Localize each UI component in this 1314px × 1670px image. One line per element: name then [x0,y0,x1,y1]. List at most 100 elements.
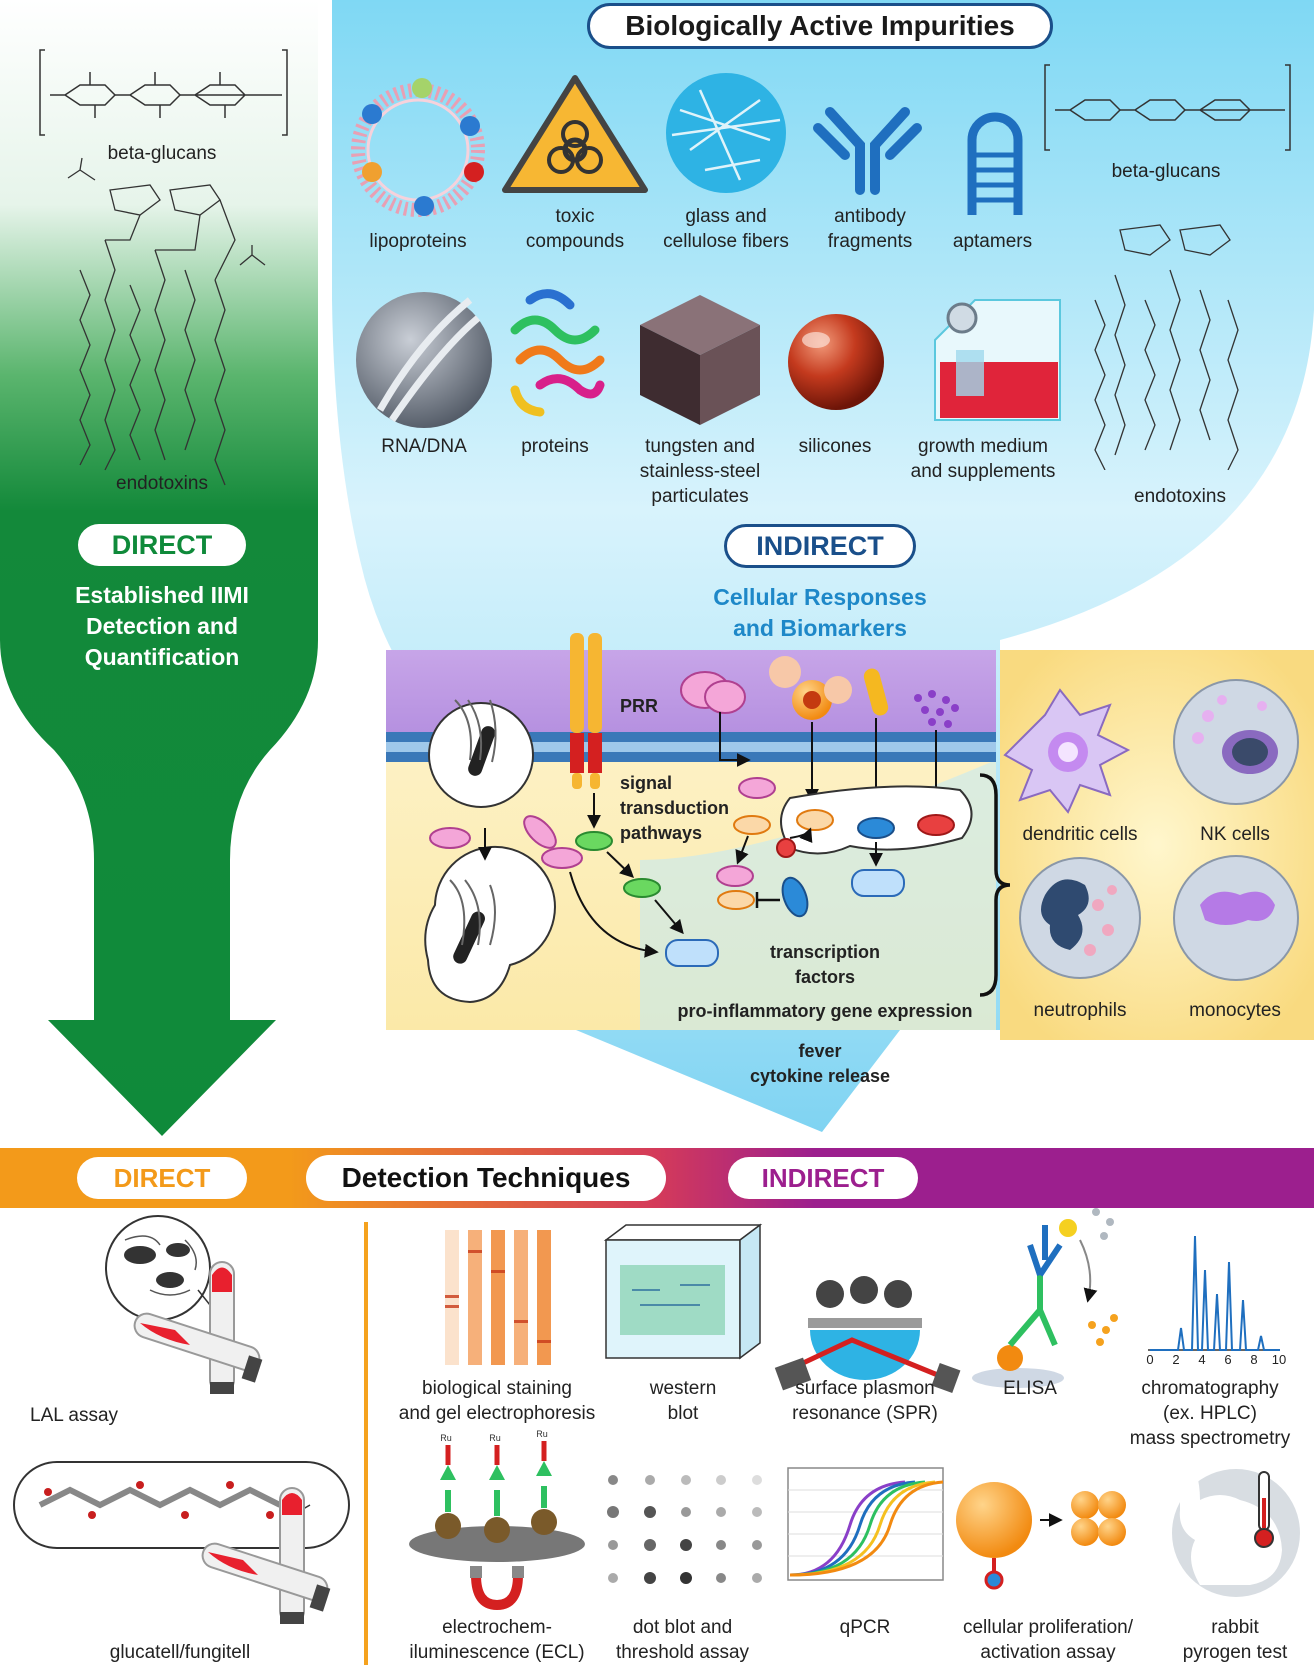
detection-title-text: Detection Techniques [341,1162,631,1193]
orange-ligand-cluster-icon [769,656,852,720]
antibody-icon [813,107,922,195]
lal-assay-icon [105,1215,263,1394]
indirect-subtitle-line-2: and Biomarkers [733,615,907,641]
arrow-pink-to-tf [569,871,659,958]
chrom-tick-6: 6 [1224,1352,1232,1367]
arrow-red-to-orange [789,827,813,844]
gel-electrophoresis-icon [445,1230,551,1365]
endosome-orange-receptor [796,809,834,831]
rna-dna-icon [356,292,492,428]
glass-fibers-icon [666,73,786,193]
technique-label-cell-proliferation: cellular proliferation/ activation assay [962,1617,1134,1663]
orange-adaptor-2 [717,890,755,910]
elisa-icon [972,1208,1118,1388]
cell-label-neutrophils: neutrophils [1033,1000,1127,1021]
lipoprotein-icon [351,78,485,217]
red-signal-dot [776,838,796,858]
endotoxins-label-right: endotoxins [1134,486,1226,507]
impurity-label-lipoproteins: lipoproteins [369,231,467,252]
pink-adaptor-4 [738,777,776,799]
direct-badge-text: DIRECT [111,530,213,560]
technique-label-staining-gel: biological staining and gel electrophore… [398,1378,596,1424]
transcription-factor-left [665,939,719,967]
yellow-rod-ligand-icon [863,668,889,716]
impurity-label-rna-dna: RNA/DNA [381,436,467,457]
protein-icon [510,289,605,417]
impurity-label-aptamers: aptamers [952,231,1033,252]
ecl-tag-2: Ru [489,1433,501,1443]
phagocytosis-top-icon [428,699,534,808]
detection-direct-badge-text: DIRECT [113,1163,211,1193]
technique-label-lal: LAL assay [30,1405,119,1426]
phagocytosis-bottom-icon [424,845,556,1004]
impurity-label-antibody-fragments: antibody fragments [827,206,913,252]
detection-indirect-badge-text: INDIRECT [761,1163,885,1193]
rabbit-pyrogen-icon [1172,1450,1300,1597]
arrow-green-to-green [606,851,635,878]
gene-expression-brace [979,773,1011,997]
pink-adaptor-5 [716,865,754,887]
transcription-factor-right [851,869,905,897]
impurity-icons [351,64,1291,470]
title-pill: Biologically Active Impurities [587,3,1053,49]
arrow-pink-ligand [719,712,751,767]
technique-label-ecl: electrochem- iluminescence (ECL) [409,1617,585,1663]
pink-adaptor-1 [429,827,471,849]
endotoxins-label-left: endotoxins [116,473,208,494]
biohazard-icon [502,75,648,193]
beta-glucans-label-left: beta-glucans [107,143,217,164]
ecl-tag-1: Ru [440,1433,452,1443]
silicone-sphere-icon [788,314,884,410]
detection-title-pill: Detection Techniques [306,1155,666,1201]
ecl-tag-3: Ru [536,1429,548,1439]
direct-description-line-2: Detection and [85,613,239,639]
spr-icon [774,1276,961,1394]
prr-receptor-icon [570,633,602,789]
glucatell-icon [13,1461,350,1624]
direct-badge-panel: DIRECT [78,524,246,566]
detection-direct-badge: DIRECT [77,1157,247,1199]
transcription-factors-label: transcription factors [769,942,880,987]
chrom-tick-2: 2 [1172,1352,1180,1367]
qpcr-icon [787,1467,944,1581]
direct-description-line-3: Quantification [84,644,240,670]
technique-label-spr: surface plasmon resonance (SPR) [792,1378,938,1424]
chrom-tick-4: 4 [1198,1352,1206,1367]
outcome-cytokine-release: cytokine release [749,1066,891,1086]
aptamer-icon [967,112,1023,215]
signal-transduction-label: signal transduction pathways [620,773,730,843]
beta-glucans-label-right: beta-glucans [1111,161,1221,182]
indirect-badge-panel: INDIRECT [724,524,916,568]
technique-label-glucatell: glucatell/fungitell [109,1642,251,1663]
chrom-tick-8: 8 [1250,1352,1258,1367]
orange-adaptor-1 [733,815,771,835]
ecl-icon [409,1441,585,1611]
impurity-label-tungsten: tungsten and stainless-steel particulate… [639,436,761,507]
cell-label-dendritic: dendritic cells [1022,824,1138,845]
beta-glucan-structure-left [39,49,288,136]
tungsten-cube-icon [640,295,760,425]
prr-label: PRR [620,696,659,716]
endosome-red-receptor [917,814,955,836]
detection-indirect-badge: INDIRECT [728,1157,918,1199]
endotoxin-structure-right [1094,224,1239,470]
western-blot-icon [603,1223,763,1360]
pink-ligand-icon [680,671,746,714]
dot-blot-icon [607,1475,762,1584]
beta-glucan-structure-right [1044,64,1291,151]
technique-label-rabbit-pyrogen: rabbit pyrogen test [1182,1617,1288,1663]
impurity-label-glass-cellulose: glass and cellulose fibers [663,206,789,252]
inhibition-line [755,892,780,908]
technique-label-western-blot: western blot [649,1378,717,1424]
technique-label-qpcr: qPCR [839,1617,891,1638]
pink-adaptor-3 [541,847,583,869]
outcome-fever: fever [798,1041,842,1061]
monocyte-icon [1173,855,1299,981]
direct-arrow-shape [0,0,318,1136]
purple-dots-ligand-icon [914,690,959,728]
cell-label-monocytes: monocytes [1189,1000,1281,1021]
pink-adaptor-2 [523,815,557,849]
nk-cell-icon [1173,679,1299,805]
